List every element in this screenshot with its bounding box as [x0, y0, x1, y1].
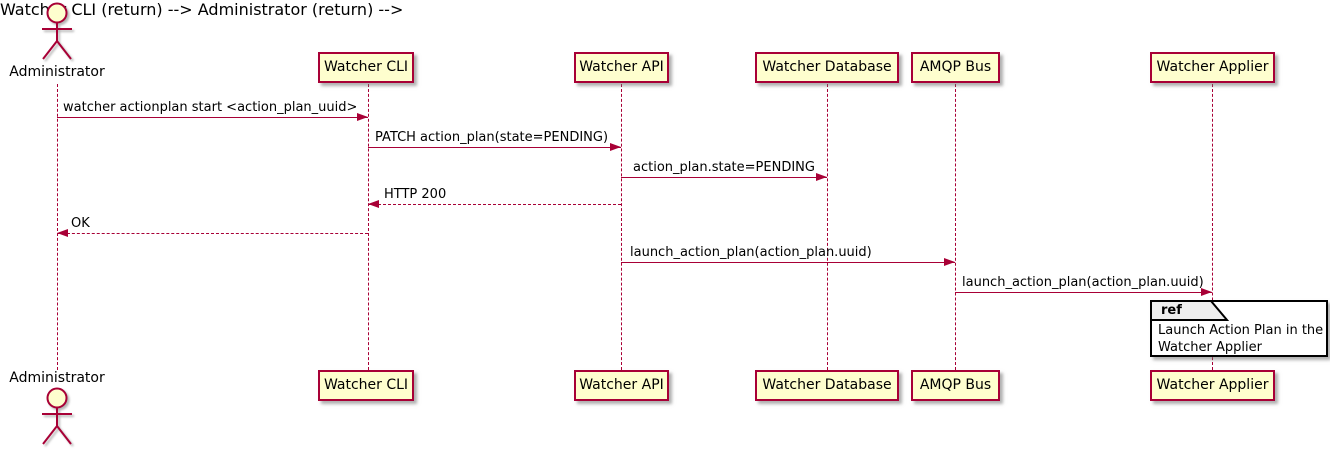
message-line [955, 292, 1212, 293]
message-label-patch-action-plan: PATCH action_plan(state=PENDING) [375, 130, 609, 145]
ref-tab-shape-icon [1150, 300, 1230, 321]
lifeline-amqp-bus [955, 84, 956, 370]
actor-administrator-bottom-label: Administrator [9, 370, 105, 386]
participant-bottom-watcher-api: Watcher API [574, 370, 669, 401]
actor-administrator-bottom-icon [42, 387, 72, 445]
message-label-launch-action-plan-api: launch_action_plan(action_plan.uuid) [630, 245, 872, 260]
lifeline-watcher-api [621, 84, 622, 370]
participant-bottom-amqp-bus: AMQP Bus [911, 370, 1000, 401]
arrowhead-left-icon [368, 200, 379, 208]
message-label-launch-action-plan-amqp: launch_action_plan(action_plan.uuid) [962, 275, 1204, 290]
participant-bottom-watcher-database: Watcher Database [755, 370, 899, 401]
lifeline-watcher-cli [368, 84, 369, 370]
arrowhead-left-icon [57, 229, 68, 237]
lifeline-watcher-database [827, 84, 828, 370]
message-line [621, 262, 955, 263]
arrowhead-right-icon [816, 173, 827, 181]
ref-fragment: ref Launch Action Plan in the Watcher Ap… [1150, 300, 1328, 357]
ref-text-line-1: Launch Action Plan in the [1158, 323, 1324, 338]
participant-bottom-watcher-applier: Watcher Applier [1150, 370, 1275, 401]
arrowhead-right-icon [357, 113, 368, 121]
actor-administrator-top-label: Administrator [9, 64, 105, 80]
message-line [57, 117, 368, 118]
participant-top-amqp-bus: AMQP Bus [911, 52, 1000, 83]
arrowhead-right-icon [944, 258, 955, 266]
message-label-state-pending: action_plan.state=PENDING [633, 160, 815, 175]
arrowhead-right-icon [610, 143, 621, 151]
actor-administrator-top-icon [42, 2, 72, 60]
message-label-ok: OK [71, 216, 90, 231]
participant-top-watcher-database: Watcher Database [755, 52, 899, 83]
ref-tab-label: ref [1161, 303, 1182, 318]
participant-bottom-watcher-cli: Watcher CLI [318, 370, 414, 401]
participant-top-watcher-api: Watcher API [574, 52, 669, 83]
ref-text-line-2: Watcher Applier [1158, 340, 1262, 355]
message-line [368, 147, 621, 148]
lifeline-watcher-applier [1212, 84, 1213, 370]
participant-top-watcher-applier: Watcher Applier [1150, 52, 1275, 83]
message-label-actionplan-start: watcher actionplan start <action_plan_uu… [63, 100, 358, 115]
message-line [621, 177, 827, 178]
message-label-http-200: HTTP 200 [384, 187, 447, 202]
message-line [368, 204, 621, 205]
arrowhead-right-icon [1201, 288, 1212, 296]
message-line [57, 233, 368, 234]
lifeline-administrator [57, 84, 58, 370]
participant-top-watcher-cli: Watcher CLI [318, 52, 414, 83]
